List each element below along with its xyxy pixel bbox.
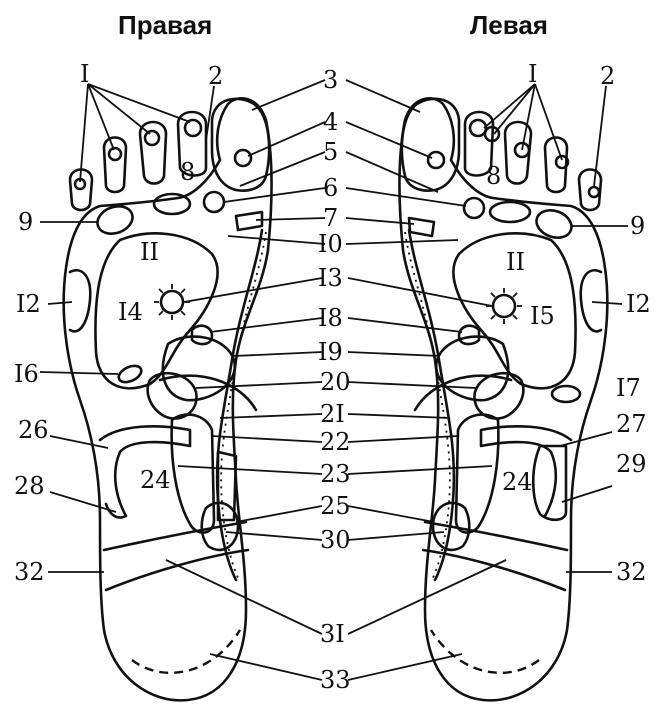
- label-22: 22: [320, 428, 351, 456]
- label-23: 23: [320, 460, 351, 488]
- label-15: I5: [530, 302, 555, 330]
- left-zone-6: [464, 198, 484, 218]
- right-zone-24: [172, 415, 214, 533]
- label-20: 20: [320, 368, 351, 396]
- label-17: I7: [616, 374, 641, 402]
- label-25: 25: [320, 492, 351, 520]
- label-28: 28: [14, 472, 45, 500]
- right-zone-7: [236, 212, 262, 230]
- title-left-foot: Левая: [470, 10, 548, 40]
- right-toe-4: [104, 138, 126, 193]
- label-32-right: 32: [14, 558, 45, 586]
- left-zone-1-circle: [589, 187, 599, 197]
- right-zone-19: [163, 337, 235, 401]
- left-zone-4-circle: [428, 152, 444, 168]
- label-7: 7: [323, 204, 338, 232]
- right-foot-outline: [64, 98, 272, 700]
- label-11-left: II: [506, 248, 525, 276]
- right-zone-1-circle: [145, 131, 159, 145]
- right-zone-1-circle: [185, 120, 201, 136]
- label-4: 4: [323, 108, 338, 136]
- label-24-right: 24: [140, 466, 171, 494]
- label-14: I4: [118, 298, 143, 326]
- label-1-left: I: [528, 60, 537, 88]
- left-zone-12: [581, 270, 601, 331]
- left-zone-17: [552, 386, 580, 402]
- label-10: I0: [318, 230, 343, 258]
- right-zone-12: [70, 270, 90, 331]
- label-8-right: 8: [180, 158, 195, 186]
- left-zone-8: [490, 202, 530, 222]
- label-24-left: 24: [502, 468, 533, 496]
- label-29: 29: [616, 450, 647, 478]
- right-zone-1-circle: [109, 148, 121, 160]
- left-zone-21: [415, 376, 511, 410]
- title-right-foot: Правая: [118, 10, 212, 40]
- left-zone-33: [431, 630, 539, 673]
- label-9-right: 9: [18, 208, 33, 236]
- label-1-right: I: [80, 60, 89, 88]
- label-6: 6: [323, 174, 338, 202]
- label-8-left: 8: [486, 162, 501, 190]
- label-3: 3: [323, 66, 338, 94]
- label-9-left: 9: [630, 212, 645, 240]
- right-zone-33: [132, 630, 240, 673]
- label-13: I3: [318, 264, 343, 292]
- right-zone-4-circle: [235, 150, 251, 166]
- label-27: 27: [616, 410, 647, 438]
- left-big-toe: [402, 99, 459, 191]
- right-zone-16: [116, 363, 144, 386]
- left-zone-19: [436, 337, 508, 401]
- label-16: I6: [14, 360, 39, 388]
- right-foot: [64, 98, 272, 700]
- label-18: I8: [318, 304, 343, 332]
- label-19: I9: [318, 338, 343, 366]
- label-32-left: 32: [616, 558, 647, 586]
- right-zone-18: [192, 326, 212, 344]
- label-26: 26: [18, 416, 49, 444]
- label-5: 5: [323, 138, 338, 166]
- right-zone-14: [161, 291, 183, 313]
- label-11-right: II: [140, 238, 159, 266]
- left-zone-1-circle: [470, 120, 486, 136]
- left-zone-18: [459, 326, 479, 344]
- left-zone-7: [409, 218, 434, 236]
- label-33: 33: [320, 666, 351, 694]
- right-zone-8: [154, 194, 190, 214]
- label-21: 2I: [320, 400, 345, 428]
- left-zone-15: [493, 295, 515, 317]
- label-12-left: I2: [626, 290, 651, 318]
- label-2-right: 2: [208, 62, 223, 90]
- label-12-right: I2: [16, 290, 41, 318]
- label-2-left: 2: [600, 62, 615, 90]
- right-zone-6: [204, 192, 224, 212]
- label-30: 30: [320, 526, 351, 554]
- label-31: 3I: [320, 620, 345, 648]
- left-zone-23-strip: [456, 415, 498, 533]
- right-zone-21: [160, 376, 256, 410]
